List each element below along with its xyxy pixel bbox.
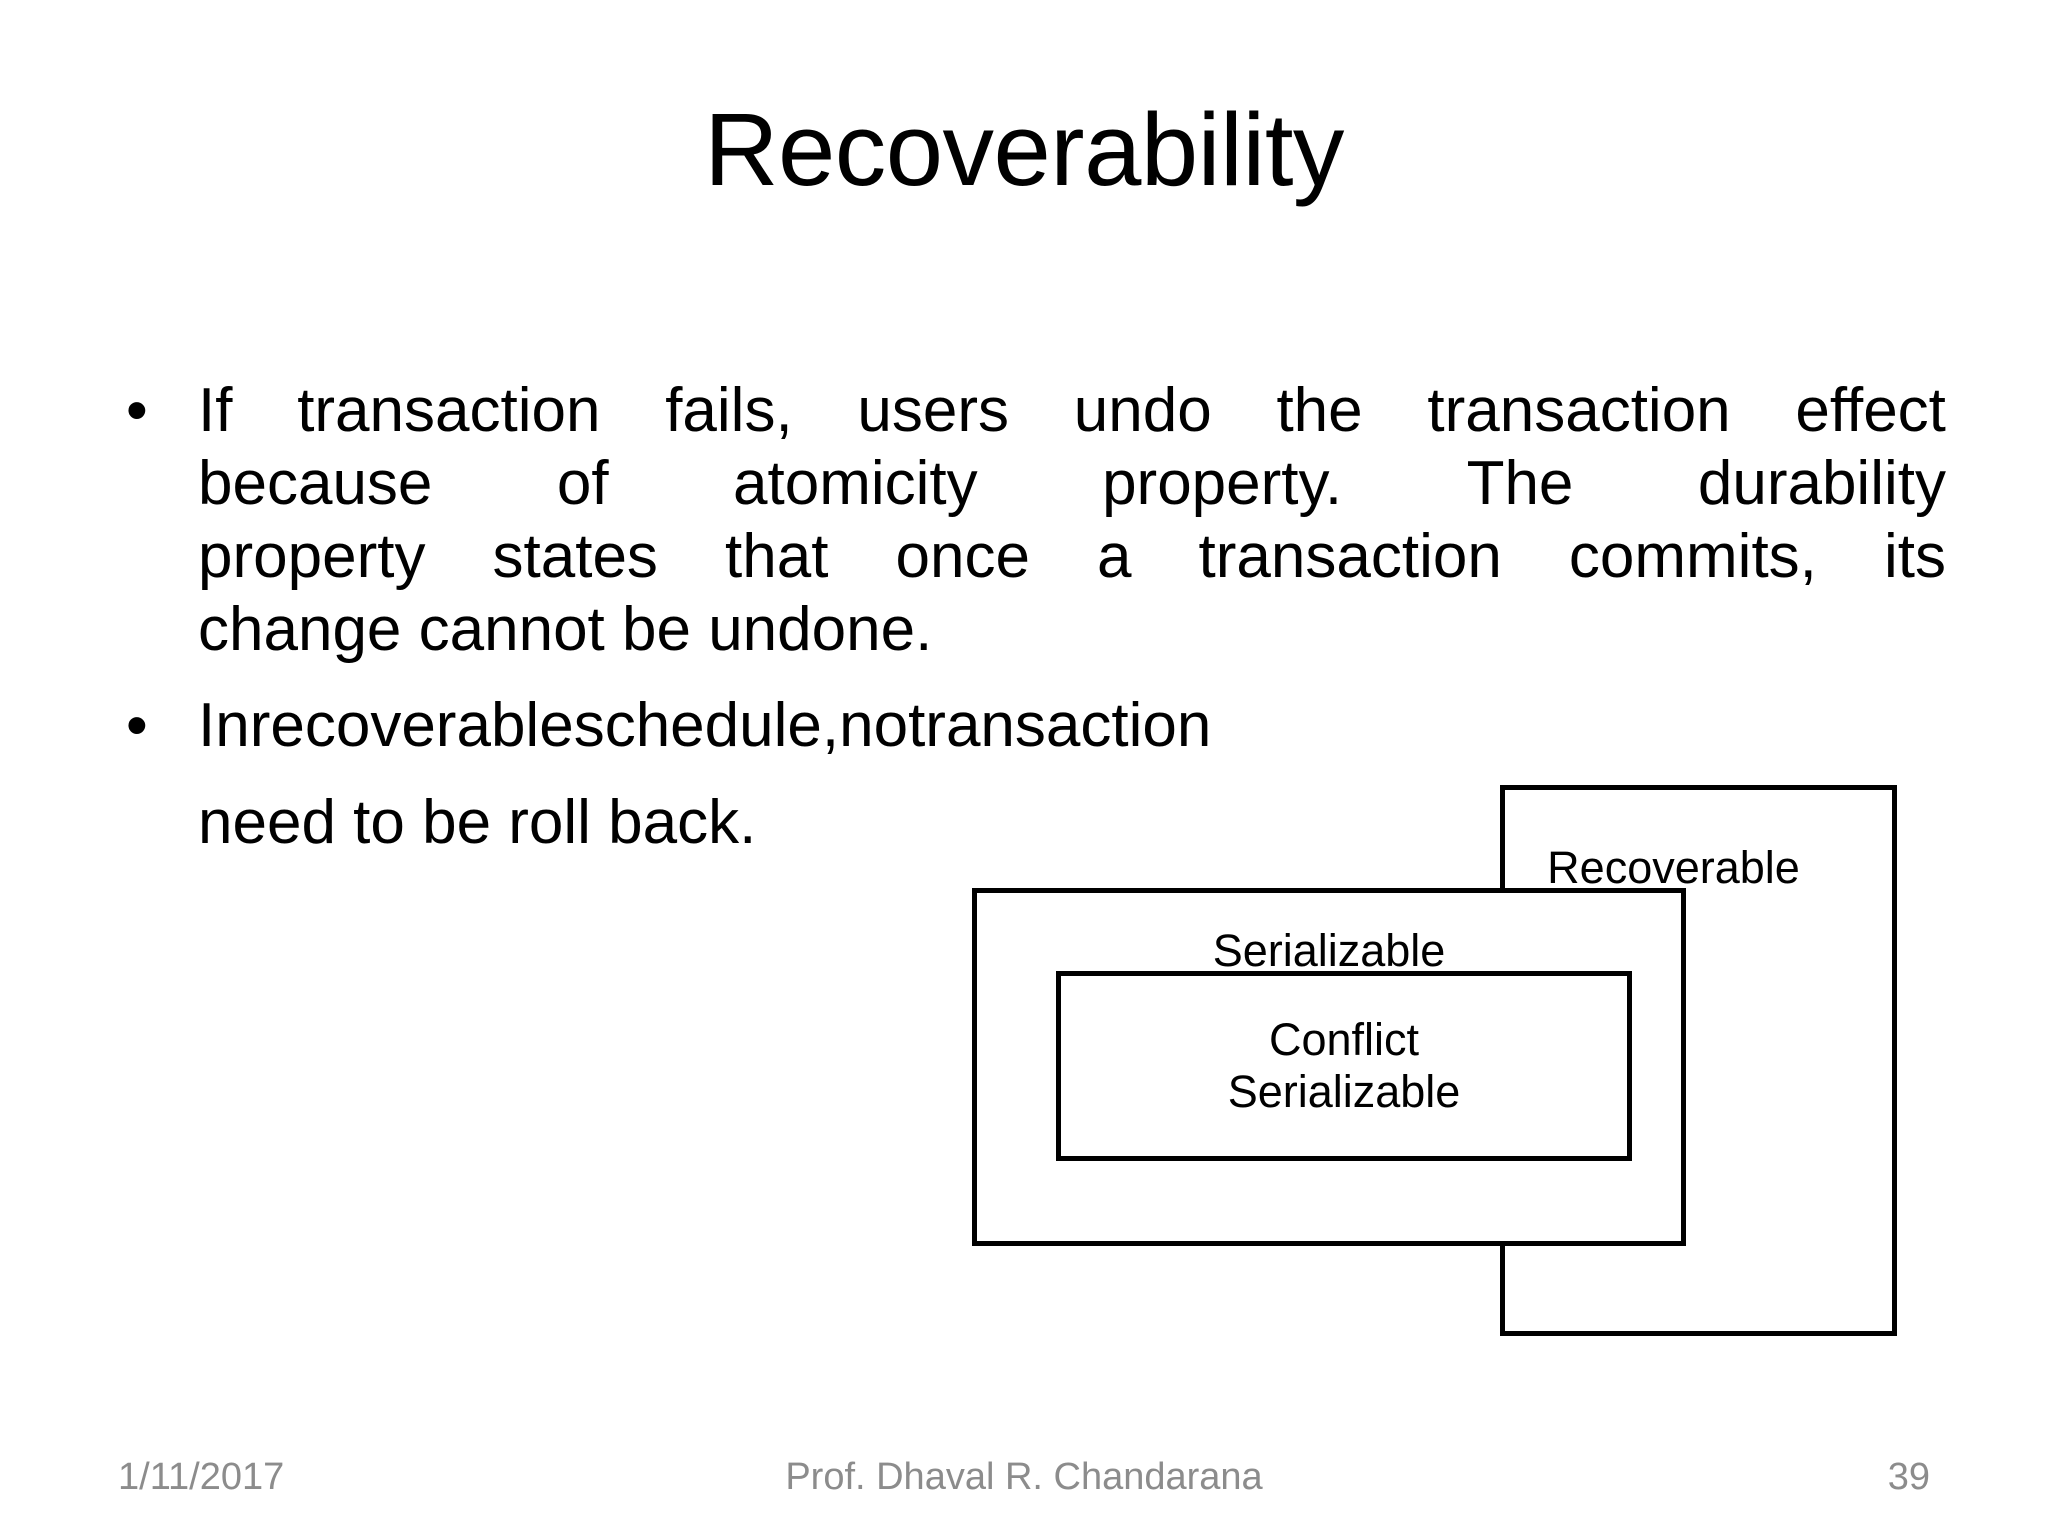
bullet-word: commits,	[1568, 522, 1817, 592]
bullet-word: that	[725, 522, 829, 592]
conflict-serializable-box: Conflict Serializable	[1056, 971, 1632, 1161]
bullet-line: Inrecoverableschedule,notransaction	[198, 689, 1946, 762]
serializable-box: Serializable	[972, 888, 1686, 1246]
conflict-label-line-2: Serializable	[1227, 1066, 1461, 1118]
bullet-word: no	[839, 690, 909, 760]
bullet-word: a	[1097, 522, 1132, 592]
list-item: • Inrecoverableschedule,notransaction ne…	[118, 689, 1946, 859]
bullet-word: of	[556, 449, 609, 519]
bullet-word: its	[1883, 522, 1946, 592]
conflict-serializable-box-label: Conflict Serializable	[1061, 1014, 1627, 1118]
bullet-word: property.	[1102, 449, 1343, 519]
bullet-text-block: Inrecoverableschedule,notransaction need…	[198, 689, 1946, 859]
bullet-word: undo	[1073, 376, 1212, 445]
bullet-marker-icon: •	[126, 376, 148, 445]
bullet-word: transaction	[297, 376, 601, 445]
bullet-word: property	[198, 522, 426, 592]
bullet-line: change cannot be undone.	[198, 593, 1946, 666]
bullet-word: schedule,	[573, 690, 840, 760]
bullet-word: effect	[1795, 376, 1946, 445]
bullet-line: need to be roll back.	[198, 786, 1946, 859]
bullet-word: In	[198, 690, 250, 760]
bullet-word: users	[857, 376, 1010, 445]
bullet-line-text: change cannot be undone.	[198, 595, 933, 665]
page-title: Recoverability	[704, 92, 1344, 207]
slide-footer: 1/11/2017 Prof. Dhaval R. Chandarana 39	[0, 1426, 2048, 1536]
conflict-label-line-1: Conflict	[1268, 1014, 1420, 1065]
bullet-word: the	[1276, 376, 1363, 445]
bullet-word: recoverable	[249, 690, 574, 760]
footer-author: Prof. Dhaval R. Chandarana	[785, 1456, 1263, 1498]
bullet-word: states	[492, 522, 658, 592]
bullet-line: because of atomicity property. The durability	[198, 447, 1946, 520]
bullet-word: once	[895, 522, 1030, 592]
bullet-word: atomicity	[733, 449, 978, 519]
footer-page-number: 39	[1887, 1456, 1930, 1498]
bullet-word: fails,	[665, 376, 793, 445]
footer-date: 1/11/2017	[118, 1456, 285, 1498]
bullet-word: The	[1466, 449, 1574, 519]
serializable-box-label: Serializable	[1212, 925, 1446, 976]
bullet-word: transaction	[908, 690, 1212, 760]
bullet-word: durability	[1697, 449, 1946, 519]
bullet-marker-icon: •	[126, 690, 148, 760]
bullet-word: because	[198, 449, 433, 519]
bullet-word: transaction	[1198, 522, 1502, 592]
recoverable-box: Recoverable	[1500, 785, 1897, 1336]
bullet-line-text: need to be roll back.	[198, 787, 757, 857]
bullet-word: transaction	[1427, 376, 1731, 445]
bullet-word: If	[198, 376, 233, 445]
